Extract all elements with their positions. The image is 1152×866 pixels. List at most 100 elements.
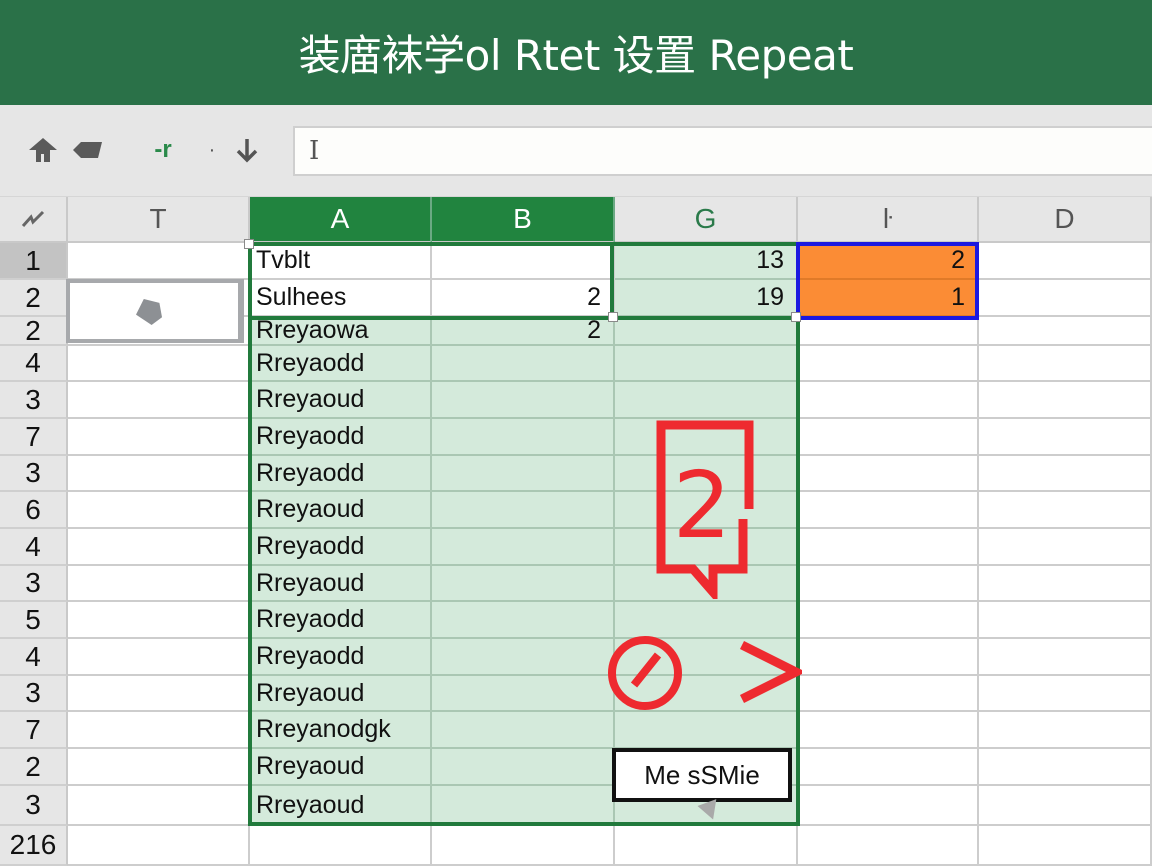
- cell-a[interactable]: Rreyaoud: [250, 382, 432, 419]
- cell-a[interactable]: Rreyaodd: [250, 456, 432, 492]
- cell-a[interactable]: Rreyaoud: [250, 749, 432, 786]
- cell-a[interactable]: Rreyaodd: [250, 639, 432, 676]
- cell-t[interactable]: [68, 492, 250, 529]
- row-header[interactable]: 216: [0, 826, 68, 866]
- cell-d[interactable]: [979, 243, 1152, 280]
- row-header[interactable]: 3: [0, 382, 68, 419]
- format-icon[interactable]: -r: [154, 136, 172, 163]
- cell-t[interactable]: [68, 456, 250, 492]
- cell-d[interactable]: [979, 529, 1152, 566]
- cell-g[interactable]: [615, 529, 798, 566]
- cell-a[interactable]: Rreyaodd: [250, 529, 432, 566]
- resize-handle[interactable]: [608, 312, 618, 322]
- formula-bar-input[interactable]: I: [293, 126, 1152, 176]
- cell-e[interactable]: 1: [798, 280, 979, 317]
- cell-d[interactable]: [979, 639, 1152, 676]
- cell-e[interactable]: [798, 639, 979, 676]
- cell-t[interactable]: [68, 382, 250, 419]
- row-header[interactable]: 3: [0, 676, 68, 712]
- cell-b[interactable]: [432, 566, 615, 602]
- cell-b[interactable]: [432, 639, 615, 676]
- cell-t[interactable]: [68, 602, 250, 639]
- row-header[interactable]: 2: [0, 749, 68, 786]
- row-header[interactable]: 2: [0, 315, 68, 346]
- cell-d[interactable]: [979, 280, 1152, 317]
- cell-e[interactable]: [798, 492, 979, 529]
- cell-b[interactable]: 2: [432, 280, 615, 317]
- cell-t[interactable]: [68, 826, 250, 866]
- cell-d[interactable]: [979, 786, 1152, 826]
- cell-t[interactable]: [68, 639, 250, 676]
- cell-e[interactable]: [798, 786, 979, 826]
- row-header[interactable]: 1: [0, 243, 68, 280]
- cell-a[interactable]: Rreyaodd: [250, 602, 432, 639]
- cell-d[interactable]: [979, 346, 1152, 382]
- cell-t[interactable]: [68, 243, 250, 280]
- home-arrow-icon[interactable]: [28, 135, 58, 165]
- column-header-d[interactable]: D: [979, 197, 1152, 243]
- cell-b[interactable]: [432, 676, 615, 712]
- cell-g[interactable]: [615, 826, 798, 866]
- cell-e[interactable]: [798, 346, 979, 382]
- cell-e[interactable]: 2: [798, 243, 979, 280]
- cell-b[interactable]: [432, 346, 615, 382]
- cell-a[interactable]: Rreyaoud: [250, 566, 432, 602]
- cell-d[interactable]: [979, 676, 1152, 712]
- resize-handle[interactable]: [244, 239, 254, 249]
- cell-g[interactable]: [615, 492, 798, 529]
- cell-g[interactable]: [615, 456, 798, 492]
- cell-d[interactable]: [979, 566, 1152, 602]
- down-arrow-icon[interactable]: [232, 135, 262, 165]
- row-header[interactable]: 7: [0, 419, 68, 456]
- cell-e[interactable]: [798, 317, 979, 346]
- no-entry-icon[interactable]: [603, 633, 687, 713]
- cell-e[interactable]: [798, 712, 979, 749]
- resize-handle[interactable]: [791, 312, 801, 322]
- cell-e[interactable]: [798, 566, 979, 602]
- row-header[interactable]: 7: [0, 712, 68, 749]
- dot-icon[interactable]: ·: [208, 138, 216, 161]
- cell-g[interactable]: [615, 712, 798, 749]
- cell-a[interactable]: Rreyaodd: [250, 346, 432, 382]
- cell-e[interactable]: [798, 456, 979, 492]
- cell-d[interactable]: [979, 382, 1152, 419]
- cell-e[interactable]: [798, 749, 979, 786]
- cell-d[interactable]: [979, 602, 1152, 639]
- cell-t[interactable]: [68, 419, 250, 456]
- cell-d[interactable]: [979, 419, 1152, 456]
- cell-t[interactable]: [68, 346, 250, 382]
- cell-g[interactable]: 19: [615, 280, 798, 317]
- row-header[interactable]: 3: [0, 786, 68, 826]
- cell-t[interactable]: [68, 566, 250, 602]
- cell-t[interactable]: [68, 676, 250, 712]
- cell-d[interactable]: [979, 492, 1152, 529]
- cell-b[interactable]: [432, 529, 615, 566]
- cell-b[interactable]: [432, 456, 615, 492]
- cell-b[interactable]: [432, 786, 615, 826]
- cell-g[interactable]: 13: [615, 243, 798, 280]
- cell-b[interactable]: 2: [432, 316, 615, 346]
- row-header[interactable]: 4: [0, 529, 68, 566]
- column-header-a[interactable]: A: [250, 197, 432, 243]
- cell-b[interactable]: [432, 602, 615, 639]
- cell-a[interactable]: Rreyaowa: [250, 316, 432, 346]
- cell-d[interactable]: [979, 712, 1152, 749]
- column-header-b[interactable]: B: [432, 197, 615, 243]
- cell-t[interactable]: [68, 529, 250, 566]
- chevron-right-icon[interactable]: [738, 637, 807, 707]
- cell-a[interactable]: Rreyaodd: [250, 419, 432, 456]
- cell-e[interactable]: [798, 602, 979, 639]
- cell-b[interactable]: [432, 243, 615, 280]
- cell-a[interactable]: [250, 826, 432, 866]
- cell-d[interactable]: [979, 749, 1152, 786]
- cell-a[interactable]: Rreyaoud: [250, 786, 432, 826]
- cell-b[interactable]: [432, 712, 615, 749]
- cell-b[interactable]: [432, 382, 615, 419]
- cell-b[interactable]: [432, 419, 615, 456]
- cell-t[interactable]: [68, 749, 250, 786]
- cell-a[interactable]: Tvblt: [250, 243, 432, 280]
- cell-b[interactable]: [432, 492, 615, 529]
- cell-a[interactable]: Rreyaoud: [250, 676, 432, 712]
- row-header[interactable]: 3: [0, 566, 68, 602]
- cell-g[interactable]: [615, 317, 798, 346]
